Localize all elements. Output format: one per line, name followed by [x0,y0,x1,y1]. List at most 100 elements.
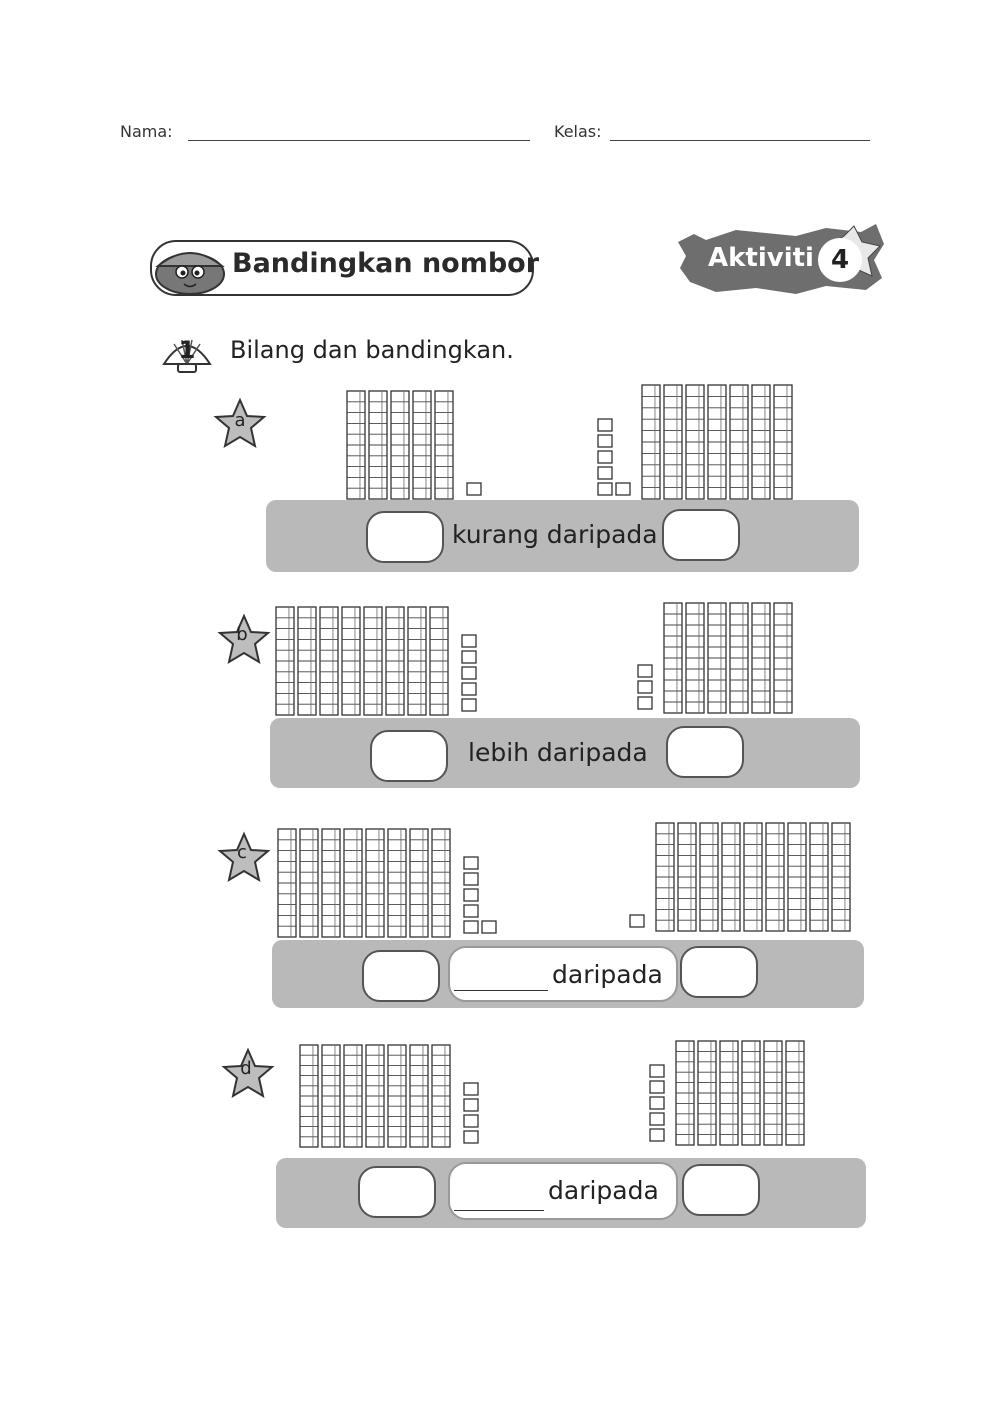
ten-rod [390,390,410,500]
ten-rod [677,822,697,932]
ten-rod [751,384,771,500]
answer-box-left[interactable] [370,730,448,782]
ten-rod [387,828,407,938]
ten-rod [663,602,683,714]
ten-rod [787,822,807,932]
one-cube [463,888,479,902]
ten-rod [431,828,451,938]
ten-rod [743,822,763,932]
ten-rod [719,1040,739,1146]
ten-rod [343,1044,363,1148]
ten-rod [409,1044,429,1148]
one-cube [461,634,477,648]
ten-rod [809,822,829,932]
page-title: Bandingkan nombor [232,248,540,279]
question-letter: b [236,624,248,645]
ten-rod [675,1040,695,1146]
one-cube [637,664,653,678]
answer-box-left[interactable] [358,1166,436,1218]
ten-rod [429,606,449,716]
base-ten-blocks-right [629,822,851,932]
ten-rod [341,606,361,716]
base-ten-blocks-right [649,1040,805,1146]
one-cube [649,1096,665,1110]
one-cube [461,650,477,664]
ten-rod [685,602,705,714]
ten-rod [412,390,432,500]
one-cube [463,1082,479,1096]
one-cube [597,450,613,464]
ten-rod [343,828,363,938]
base-ten-blocks-left [299,1044,479,1148]
ten-rod [641,384,661,500]
ten-rod [363,606,383,716]
answer-box-right[interactable] [662,509,740,561]
ten-rod [385,606,405,716]
ten-rod [387,1044,407,1148]
one-cube [461,682,477,696]
ten-rod [319,606,339,716]
shell-icon [162,339,212,373]
ten-rod [773,384,793,500]
name-field[interactable] [188,140,530,141]
comparison-pill [448,946,678,1002]
one-cube [649,1080,665,1094]
ten-rod [831,822,851,932]
class-field[interactable] [610,140,870,141]
comparison-blank[interactable] [454,1210,544,1211]
one-cube [637,696,653,710]
name-label: Nama: [120,122,173,141]
one-cube [463,872,479,886]
answer-box-right[interactable] [666,726,744,778]
base-ten-blocks-left [346,390,482,500]
class-label: Kelas: [554,122,602,141]
ten-rod [729,384,749,500]
answer-bar [270,718,860,788]
one-cube [637,680,653,694]
ten-rod [785,1040,805,1146]
ten-rod [655,822,675,932]
question-letter: d [240,1058,252,1079]
comparison-phrase: daripada [552,960,663,989]
ten-rod [741,1040,761,1146]
ten-rod [707,602,727,714]
one-cube [649,1112,665,1126]
ten-rod [685,384,705,500]
ten-rod [729,602,749,714]
one-cube [463,856,479,870]
ten-rod [299,828,319,938]
answer-box-right[interactable] [682,1164,760,1216]
star-icon [221,1047,275,1099]
one-cube [463,1130,479,1144]
ten-rod [277,828,297,938]
one-cube [629,914,645,928]
question-letter: a [234,410,246,431]
ten-rod [751,602,771,714]
one-cube [597,482,613,496]
activity-number: 4 [818,238,862,282]
instruction-number: 1 [178,336,196,364]
answer-box-left[interactable] [366,511,444,563]
comparison-blank[interactable] [454,990,548,991]
ten-rod [275,606,295,716]
ten-rod [765,822,785,932]
ten-rod [365,1044,385,1148]
answer-box-right[interactable] [680,946,758,998]
one-cube [615,482,631,496]
ten-rod [346,390,366,500]
one-cube [597,418,613,432]
base-ten-blocks-right [597,384,793,500]
ten-rod [663,384,683,500]
answer-box-left[interactable] [362,950,440,1002]
instruction-text: Bilang dan bandingkan. [230,336,514,364]
star-icon [213,397,267,449]
ten-rod [407,606,427,716]
ten-rod [721,822,741,932]
comparison-phrase: kurang daripada [452,520,658,549]
ten-rod [409,828,429,938]
ten-rod [707,384,727,500]
star-icon [217,613,271,665]
ten-rod [434,390,454,500]
one-cube [597,434,613,448]
one-cube [649,1128,665,1142]
